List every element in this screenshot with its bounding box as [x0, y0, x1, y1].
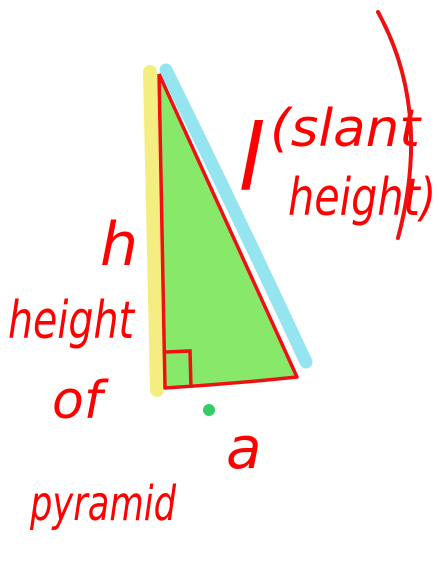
parenthesis-stroke	[376, 10, 414, 240]
h-label: h	[100, 210, 138, 280]
slant-edge-highlight	[159, 63, 313, 369]
slant-label: (slant	[270, 99, 422, 159]
of-label: of	[52, 371, 109, 431]
height-label: height	[8, 291, 135, 351]
right-angle-marker	[165, 349, 193, 389]
l-label: l	[238, 105, 264, 212]
height-edge-highlight	[143, 65, 164, 397]
right-triangle-outline	[157, 73, 299, 390]
pyramid-label: pyramid	[29, 476, 176, 532]
center-dot	[203, 404, 215, 416]
a-label: a	[226, 414, 262, 482]
slant-height-label: height)	[288, 168, 436, 228]
